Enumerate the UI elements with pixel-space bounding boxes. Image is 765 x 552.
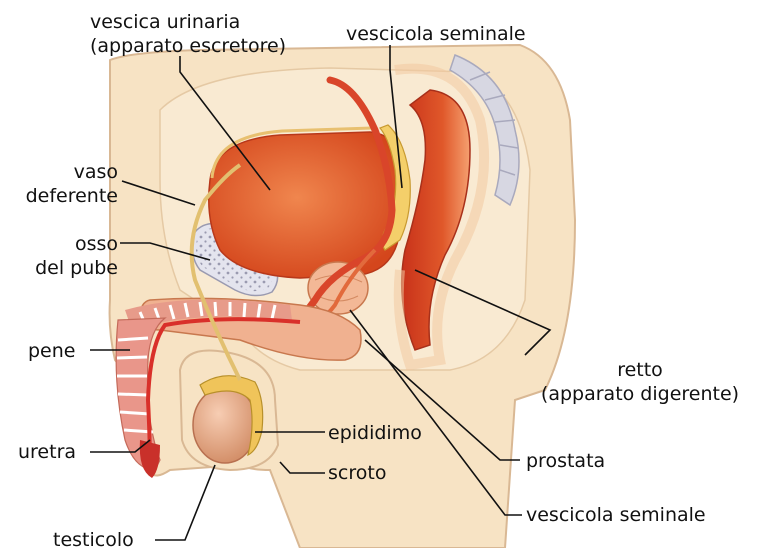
label-uretra-line: uretra (18, 440, 76, 464)
label-vescica-urinaria: vescica urinaria (apparato escretore) (90, 10, 286, 58)
label-retto: retto (apparato digerente) (525, 358, 755, 406)
label-vescicola-bottom-line: vescicola seminale (526, 503, 706, 527)
bladder-shape (209, 132, 405, 278)
label-prostata-line: prostata (526, 449, 605, 473)
label-vescicola-seminale-bottom: vescicola seminale (526, 503, 706, 527)
label-vescica-line1: vescica urinaria (90, 10, 286, 34)
label-testicolo: testicolo (53, 528, 134, 552)
label-testicolo-line: testicolo (53, 528, 134, 552)
label-vescicola-top-line: vescicola seminale (346, 22, 526, 46)
label-prostata: prostata (526, 449, 605, 473)
label-osso-del-pube: osso del pube (18, 232, 118, 280)
label-retto-line1: retto (525, 358, 755, 382)
label-vescicola-seminale-top: vescicola seminale (346, 22, 526, 46)
label-vaso-line2: deferente (18, 184, 118, 208)
label-pene: pene (28, 339, 75, 363)
label-vaso-deferente: vaso deferente (18, 160, 118, 208)
label-osso-line2: del pube (18, 256, 118, 280)
label-scroto-line: scroto (328, 461, 386, 485)
label-scroto: scroto (328, 461, 386, 485)
label-epididimo-line: epididimo (328, 421, 422, 445)
label-vescica-line2: (apparato escretore) (90, 34, 286, 58)
label-retto-line2: (apparato digerente) (525, 382, 755, 406)
label-osso-line1: osso (18, 232, 118, 256)
label-vaso-line1: vaso (18, 160, 118, 184)
label-uretra: uretra (18, 440, 76, 464)
label-epididimo: epididimo (328, 421, 422, 445)
label-pene-line: pene (28, 339, 75, 363)
